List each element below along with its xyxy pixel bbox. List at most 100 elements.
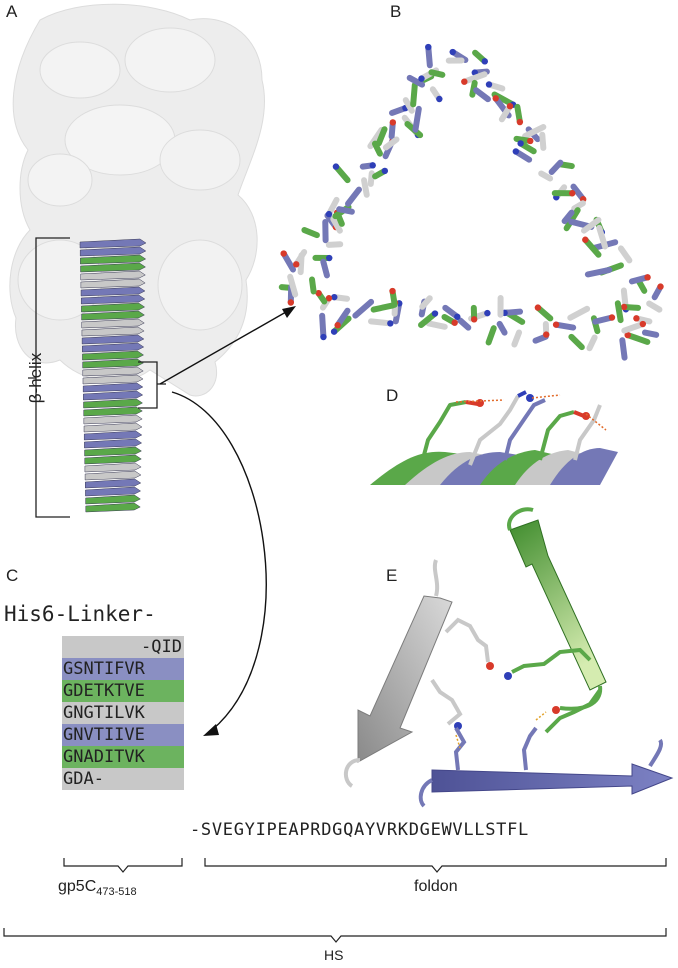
stick-bond [539, 131, 547, 151]
beta-helix-stack [79, 238, 147, 513]
sequence-row: GNVTIIVE [62, 724, 184, 746]
stick-bond [496, 320, 508, 336]
stick-bond [641, 329, 660, 338]
atom [516, 118, 524, 126]
atom [387, 320, 394, 327]
atom [624, 331, 631, 339]
arrow-to-c [171, 391, 267, 731]
stick-bond [511, 329, 523, 348]
stick-bond [485, 325, 497, 346]
atom [512, 148, 520, 155]
helix-strand [80, 278, 146, 289]
stick-bond [319, 312, 327, 341]
stick-bond [522, 124, 547, 140]
atom [633, 315, 640, 322]
atom [543, 331, 550, 338]
helix-strand [84, 454, 142, 465]
stick-bond [548, 159, 564, 175]
atom [527, 137, 534, 145]
stick-bond [619, 337, 628, 361]
atom [657, 283, 664, 290]
stick-bond [568, 333, 585, 351]
panel-label-d: D [386, 386, 399, 405]
arrow-to-b [159, 311, 287, 385]
helix-strand [79, 238, 147, 249]
stick-bond [538, 170, 554, 182]
atom [320, 333, 327, 341]
protein-surface [9, 3, 266, 397]
helix-strand [85, 502, 141, 513]
atom [369, 162, 376, 169]
blue-strand [431, 763, 674, 795]
zoom-bracket [138, 361, 166, 409]
atom [620, 303, 628, 311]
helix-strand [82, 366, 144, 377]
sequence-row: GNADITVK [62, 746, 184, 768]
helix-strand [82, 342, 145, 353]
sequence-prefix: His6-Linker- [4, 602, 156, 626]
sequence-row: GDA- [62, 768, 184, 790]
atom [389, 119, 397, 126]
atom [485, 81, 493, 88]
atom [506, 102, 514, 110]
atom [461, 78, 468, 85]
atom [436, 95, 443, 103]
stick-bond [325, 241, 344, 248]
helix-strand [81, 310, 145, 321]
atom [287, 299, 295, 306]
sequence-row: GDETKTVE [62, 680, 184, 702]
stick-bond [425, 320, 448, 330]
helix-strand [80, 294, 146, 305]
atom [425, 43, 432, 51]
atom [334, 322, 341, 329]
stick-bond [457, 317, 472, 331]
atom [330, 328, 338, 335]
sequence-row: GSNTIFVR [62, 658, 184, 680]
stick-bond [320, 258, 330, 279]
atom [293, 261, 300, 268]
helix-strand [85, 494, 141, 505]
atom [644, 274, 651, 281]
stick-bond [580, 217, 602, 234]
gp5c-label: gp5C473-518 [58, 878, 137, 899]
arrow-to-c-head [203, 724, 219, 736]
stick-bond [571, 200, 586, 212]
stick-bond [370, 302, 396, 313]
helix-strand [85, 478, 142, 489]
atom [481, 58, 488, 65]
panel-label-c: C [6, 566, 19, 585]
helix-strand [79, 246, 147, 257]
stick-bond [473, 87, 491, 103]
stick-bond [367, 170, 375, 187]
helix-strand [83, 422, 143, 433]
stick-bond [361, 177, 370, 198]
sequence-row: GNGTILVK [62, 702, 184, 724]
stick-bond [582, 236, 602, 258]
beta-helix-bracket [28, 237, 70, 518]
helix-strand [82, 374, 144, 385]
helix-strand [83, 390, 144, 401]
stick-bond [596, 224, 608, 250]
stick-bond [287, 273, 299, 298]
stick-bond [614, 300, 624, 324]
stick-bond [419, 295, 433, 310]
atom [315, 289, 322, 297]
stick-bond [345, 186, 362, 207]
stick-bond [382, 136, 400, 151]
helix-strand [83, 430, 143, 441]
panel-label-e: E [386, 566, 398, 585]
helix-strand [80, 270, 146, 281]
stick-bond [561, 209, 575, 225]
helix-strand [81, 326, 145, 337]
stick-bond [309, 276, 317, 295]
helix-strand [83, 414, 143, 425]
sequence-row: -QID [62, 636, 184, 658]
atom [470, 316, 478, 323]
stick-bond [567, 305, 591, 321]
hs-label: HS [324, 947, 344, 963]
atom [608, 314, 616, 321]
atom [582, 236, 589, 243]
